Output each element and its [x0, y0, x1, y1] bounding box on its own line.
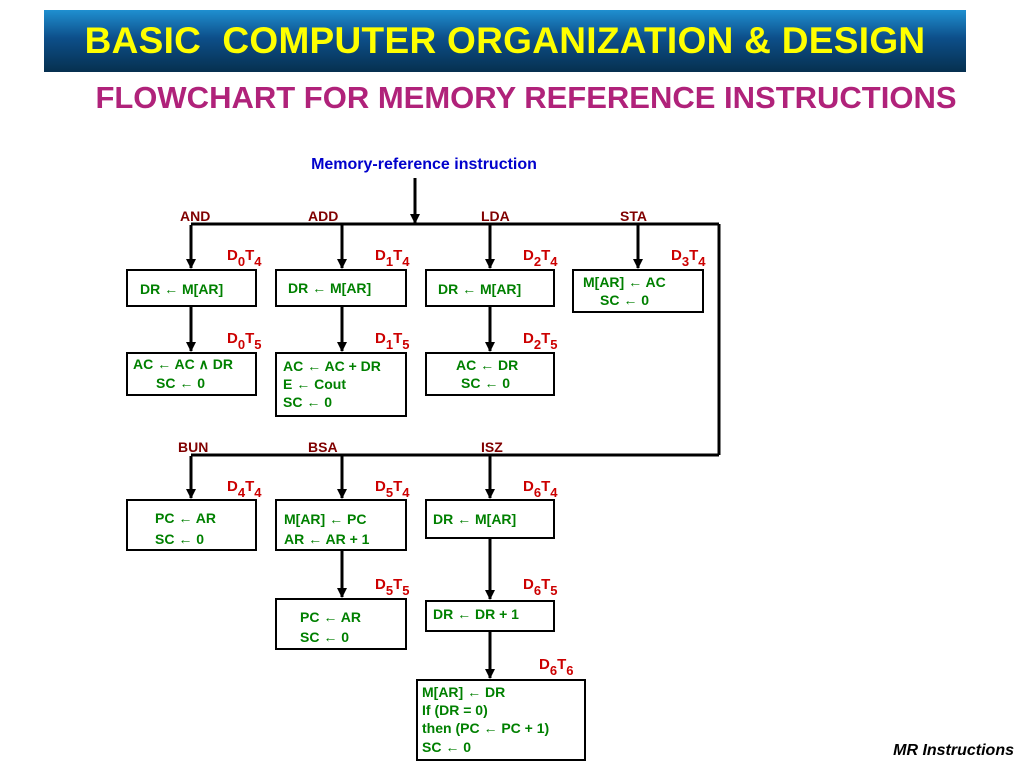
box-text: SC ← 0	[155, 531, 204, 547]
entry-label: Memory-reference instruction	[311, 156, 537, 173]
box-and-t4	[126, 269, 257, 307]
box-lda-t5	[425, 352, 555, 396]
box-sta-t4	[572, 269, 704, 313]
box-add-t5	[275, 352, 407, 417]
timing-label-sta-t4: D3T4	[671, 247, 706, 269]
box-text: SC ← 0	[422, 739, 471, 755]
box-text: SC ← 0	[283, 394, 332, 410]
timing-label-bun-t4: D4T4	[227, 478, 262, 500]
box-text: SC ← 0	[300, 629, 349, 645]
timing-label-isz-t4: D6T4	[523, 478, 558, 500]
slide-subtitle: FLOWCHART FOR MEMORY REFERENCE INSTRUCTI…	[95, 80, 957, 115]
timing-label-isz-t5: D6T5	[523, 576, 557, 598]
timing-label-bsa-t5: D5T5	[375, 576, 409, 598]
box-text: SC ← 0	[600, 292, 649, 308]
slide-title: BASIC COMPUTER ORGANIZATION & DESIGN	[84, 20, 926, 61]
branch-label-isz: ISZ	[481, 439, 503, 455]
timing-label-add-t4: D1T4	[375, 247, 410, 269]
branch-label-bun: BUN	[178, 439, 208, 455]
bus-lines	[191, 222, 721, 457]
timing-label-bsa-t4: D5T4	[375, 478, 410, 500]
box-text: PC ← AR	[300, 609, 361, 625]
box-text: then (PC ← PC + 1)	[422, 720, 549, 736]
box-lda-t4	[425, 269, 555, 307]
box-text: AC ← DR	[456, 357, 518, 373]
timing-label-and-t5: D0T5	[227, 330, 261, 352]
box-bun-t4	[126, 499, 257, 551]
box-add-t4	[275, 269, 407, 307]
timing-label-isz-t6: D6T6	[539, 656, 573, 678]
box-text: DR ← DR + 1	[433, 606, 519, 622]
box-text: M[AR] ← DR	[422, 684, 505, 700]
box-text: M[AR] ← AC	[583, 274, 666, 290]
box-text: DR ← M[AR]	[288, 280, 371, 296]
box-text: AR ← AR + 1	[284, 531, 370, 547]
branch-label-lda: LDA	[481, 208, 510, 224]
box-text: AC ← AC + DR	[283, 358, 381, 374]
footer-caption: MR Instructions	[893, 742, 1014, 759]
box-text: If (DR = 0)	[422, 702, 488, 718]
timing-label-lda-t4: D2T4	[523, 247, 558, 269]
branch-label-add: ADD	[308, 208, 338, 224]
branch-label-bsa: BSA	[308, 439, 338, 455]
timing-label-lda-t5: D2T5	[523, 330, 557, 352]
branch-label-sta: STA	[620, 208, 647, 224]
box-text: DR ← M[AR]	[433, 511, 516, 527]
box-bsa-t4	[275, 499, 407, 551]
box-text: E ← Cout	[283, 376, 346, 392]
box-text: SC ← 0	[156, 375, 205, 391]
box-text: PC ← AR	[155, 510, 216, 526]
box-text: M[AR] ← PC	[284, 511, 366, 527]
box-isz-t5	[425, 600, 555, 632]
box-isz-t4	[425, 499, 555, 539]
timing-label-and-t4: D0T4	[227, 247, 262, 269]
box-bsa-t5	[275, 598, 407, 650]
box-text: SC ← 0	[461, 375, 510, 391]
box-text: AC ← AC ∧ DR	[133, 356, 233, 372]
box-text: DR ← M[AR]	[140, 281, 223, 297]
box-and-t5	[126, 352, 257, 396]
branch-label-and: AND	[180, 208, 210, 224]
box-text: DR ← M[AR]	[438, 281, 521, 297]
box-isz-t6	[416, 679, 586, 761]
timing-label-add-t5: D1T5	[375, 330, 409, 352]
title-banner: BASIC COMPUTER ORGANIZATION & DESIGN	[44, 10, 966, 72]
